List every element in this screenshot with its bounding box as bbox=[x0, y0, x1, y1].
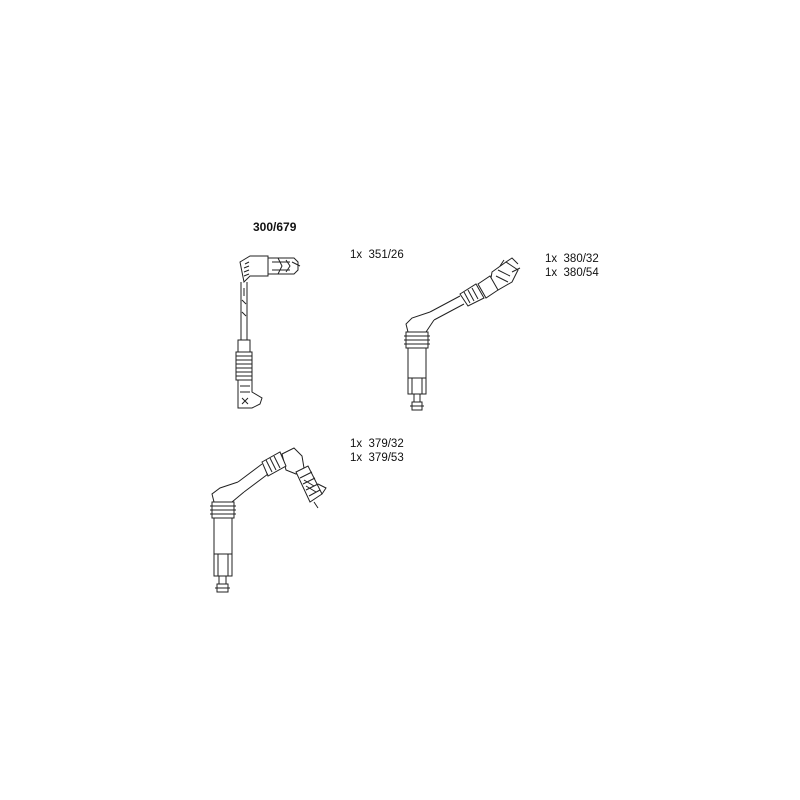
cable-3-wire bbox=[238, 464, 268, 492]
cable-3-vertical-boot-ribs bbox=[210, 506, 236, 514]
cable-1-drawing bbox=[236, 256, 300, 408]
cable-3-spark-boot bbox=[214, 518, 232, 554]
cable-2-spark-boot bbox=[408, 348, 426, 378]
cable-2-top-boot bbox=[478, 276, 498, 298]
cable-1-wire-marks bbox=[242, 288, 246, 316]
cable-1-top-boot-ribs bbox=[244, 262, 249, 276]
cable-2-spark-tip bbox=[408, 378, 426, 394]
cable-2-top-terminal-detail bbox=[496, 258, 520, 282]
cable-1-bottom-terminal bbox=[238, 380, 262, 408]
cable-2-wire bbox=[430, 296, 464, 320]
cable-1-bottom-terminal-detail bbox=[240, 386, 250, 404]
cable-3-elbow bbox=[212, 482, 244, 502]
cable-3-collar-ribs bbox=[266, 456, 280, 472]
cable-1-top-terminal-detail bbox=[272, 258, 300, 274]
cable-1-wire bbox=[241, 282, 247, 340]
cable-3-drawing bbox=[210, 448, 326, 592]
cable-1-lower-collar bbox=[238, 340, 250, 352]
kit-number: 300/679 bbox=[253, 220, 297, 234]
part-label-3-line-2: 1x 379/53 bbox=[350, 452, 404, 464]
cable-2-vertical-boot-ribs bbox=[404, 336, 430, 344]
cable-3-collar bbox=[262, 452, 286, 476]
cable-3-spark-tip-lines bbox=[218, 554, 228, 576]
part-label-1-line-1: 1x 351/26 bbox=[350, 249, 404, 261]
part-label-2-line-1: 1x 380/32 bbox=[545, 253, 599, 265]
cable-3-top-terminal-tip bbox=[314, 484, 326, 508]
cable-2-spark-tip-lines bbox=[412, 378, 422, 394]
cable-3-top-terminal-ribs bbox=[300, 472, 320, 496]
cable-2-elbow bbox=[406, 312, 434, 332]
cable-2-collar-ribs bbox=[464, 288, 478, 303]
cable-2-drawing bbox=[404, 258, 520, 410]
cable-3-spark-tip bbox=[214, 554, 232, 576]
cable-1-lower-boot-ribs bbox=[236, 356, 252, 376]
cable-1-top-terminal bbox=[268, 258, 298, 274]
part-label-2-line-2: 1x 380/54 bbox=[545, 267, 599, 279]
cable-3-bottom-terminal bbox=[215, 576, 230, 592]
cable-2-bottom-terminal bbox=[410, 394, 424, 410]
part-label-3-line-1: 1x 379/32 bbox=[350, 438, 404, 450]
cable-2-collar bbox=[460, 284, 484, 306]
cable-1-top-boot bbox=[240, 256, 268, 282]
